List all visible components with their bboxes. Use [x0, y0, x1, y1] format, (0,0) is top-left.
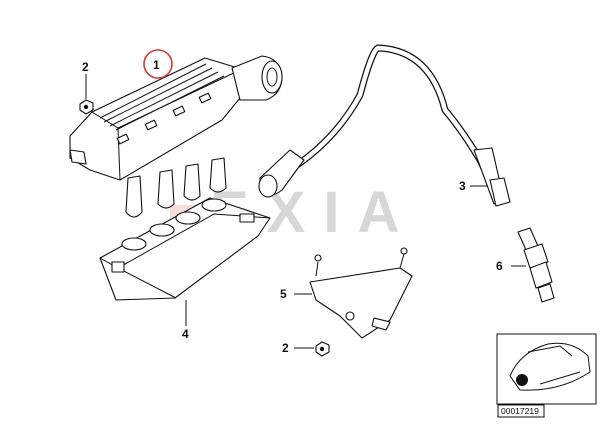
callout-6: 6 [496, 259, 503, 273]
coil-bracket [99, 197, 271, 326]
mount-bracket [294, 247, 413, 339]
callout-5: 5 [280, 287, 287, 301]
callout-2-upper: 2 [82, 60, 89, 74]
callout-3: 3 [459, 179, 466, 193]
nut-lower [294, 341, 330, 357]
reference-number: 00017219 [501, 406, 539, 416]
callout-2-lower: 2 [282, 341, 289, 355]
reference-thumbnail: 00017219 [496, 333, 597, 418]
highlight-circle [143, 49, 173, 79]
ignition-lead [258, 44, 511, 207]
ignition-coil-pack [69, 55, 283, 218]
callout-4: 4 [182, 327, 189, 341]
nut-upper [79, 74, 94, 115]
callout-1: 1 [153, 58, 160, 72]
spark-plug [511, 227, 555, 303]
